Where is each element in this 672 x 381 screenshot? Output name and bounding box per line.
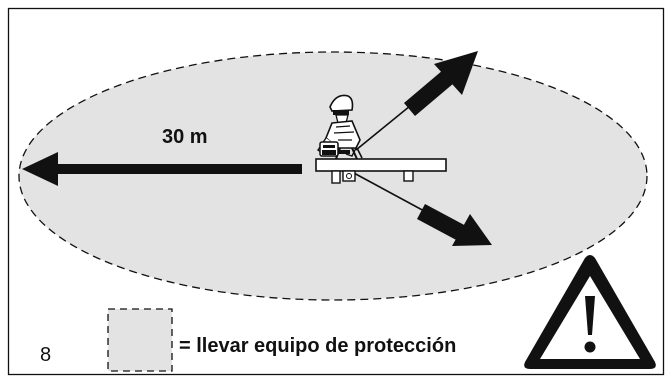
- distance-label: 30 m: [162, 126, 208, 148]
- distance-arrow-upper-right: [355, 51, 478, 151]
- figure-number: 8: [40, 344, 51, 366]
- distance-arrow-left: [22, 152, 302, 186]
- figure-frame: [7, 7, 665, 376]
- legend-swatch: [107, 308, 173, 372]
- legend-text: = llevar equipo de protección: [179, 335, 456, 357]
- workbench: [315, 158, 447, 184]
- distance-arrow-lower-right: [351, 171, 492, 246]
- chainsaw-icon: [319, 141, 350, 157]
- warning-icon: [524, 255, 656, 369]
- worker-icon: [317, 94, 363, 160]
